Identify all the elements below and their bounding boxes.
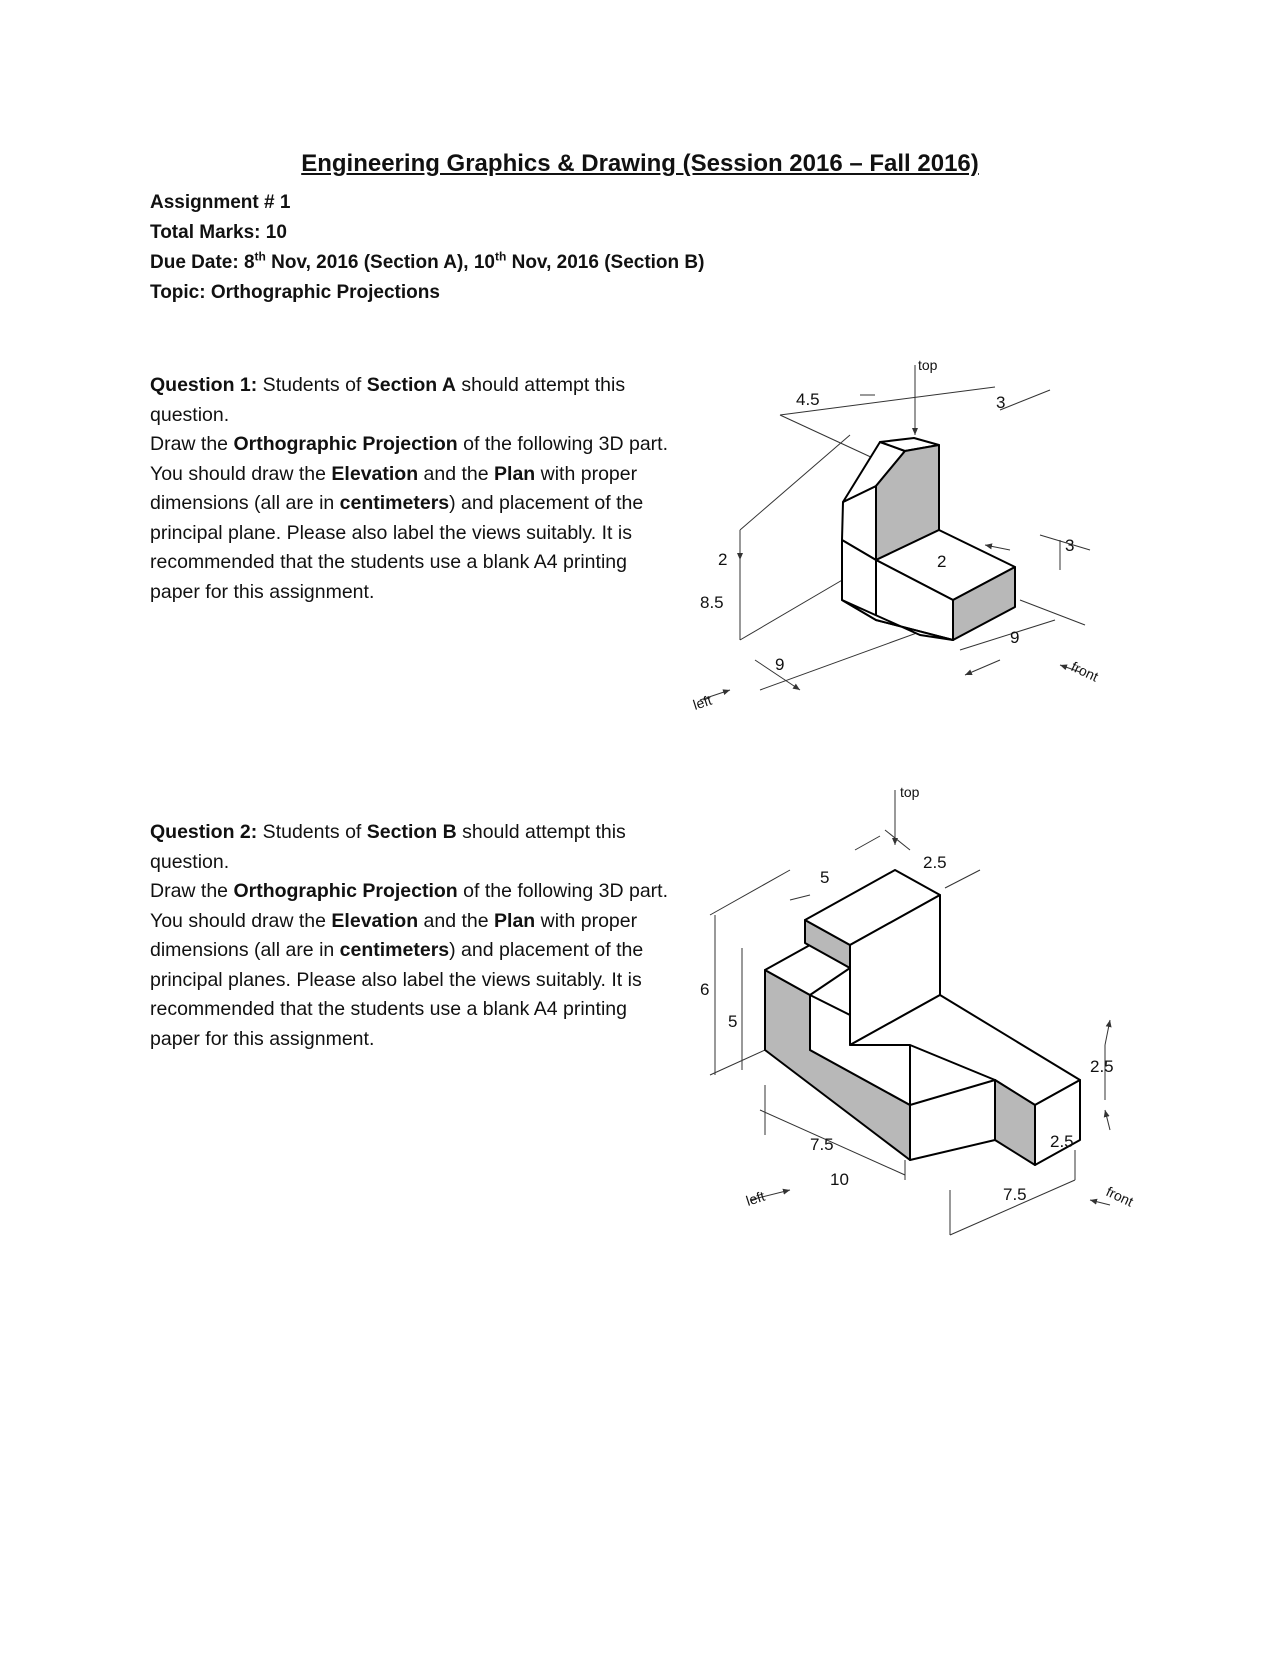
fig1-dim-9-left: 9: [775, 655, 784, 674]
fig1-dim-3-right: 3: [1065, 536, 1074, 555]
topic: Topic: Orthographic Projections: [150, 282, 440, 303]
fig2-dim-10: 10: [830, 1170, 849, 1189]
total-marks: Total Marks: 10: [150, 222, 287, 243]
fig2-left-label: left: [744, 1188, 767, 1209]
fig2-dim-2-5-top: 2.5: [923, 853, 947, 872]
isometric-figure-2: top left front 5 2.5 6 5 2.5 2.5 7.5 10 …: [700, 784, 1136, 1236]
due-date: Due Date: 8th Nov, 2016 (Section A), 10t…: [150, 249, 705, 273]
fig2-dim-7-5-right: 7.5: [1003, 1185, 1027, 1204]
fig1-dim-8-5: 8.5: [700, 593, 724, 612]
fig1-dim-2-left: 2: [718, 550, 727, 569]
fig1-top-label: top: [918, 357, 938, 373]
fig2-top-label: top: [900, 784, 920, 800]
fig2-front-label: front: [1104, 1183, 1136, 1209]
fig1-left-label: left: [691, 692, 714, 713]
fig2-dim-5-top: 5: [820, 868, 829, 887]
fig1-dim-9-right: 9: [1010, 628, 1019, 647]
question-2-text: Question 2: Students of Section B should…: [150, 821, 669, 1050]
document-title: Engineering Graphics & Drawing (Session …: [301, 150, 979, 177]
fig2-dim-7-5-left: 7.5: [810, 1135, 834, 1154]
fig2-dim-2-5-bottom: 2.5: [1050, 1132, 1074, 1151]
fig2-dim-6: 6: [700, 980, 709, 999]
assignment-number: Assignment # 1: [150, 192, 291, 213]
isometric-figure-1: top left front 4.5 3 2 8.5 2 3 9 9: [691, 357, 1101, 713]
assignment-meta: Assignment # 1 Total Marks: 10 Due Date:…: [150, 188, 704, 308]
fig2-dim-5-left: 5: [728, 1012, 737, 1031]
fig1-dim-2-inner: 2: [937, 552, 946, 571]
fig1-front-label: front: [1069, 658, 1101, 684]
fig1-dim-3-top: 3: [996, 393, 1005, 412]
fig2-dim-2-5-right: 2.5: [1090, 1057, 1114, 1076]
fig1-dim-4-5: 4.5: [796, 390, 820, 409]
question-1-text: Question 1: Students of Section A should…: [150, 374, 669, 603]
